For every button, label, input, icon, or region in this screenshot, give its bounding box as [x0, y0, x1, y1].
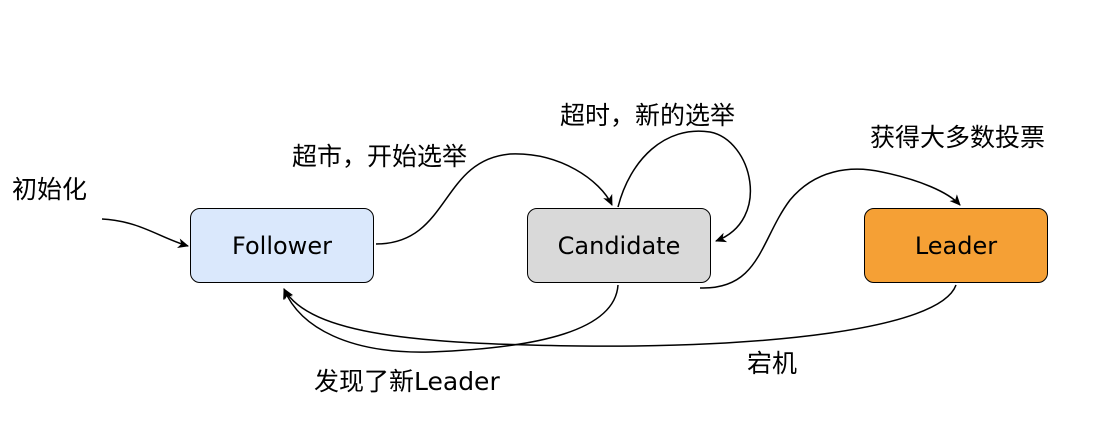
- edge-leader-to-follower: [283, 284, 957, 347]
- follower-to-candidate-label: 超市，开始选举: [292, 142, 468, 171]
- leader-state-box: Leader: [864, 208, 1048, 283]
- follower-label: Follower: [232, 231, 332, 260]
- candidate-state-box: Candidate: [527, 208, 711, 283]
- leader-label: Leader: [914, 231, 998, 260]
- edge-candidate-self-loop: [617, 130, 752, 243]
- edge-candidate-to-follower: [283, 284, 619, 353]
- leader-to-follower-label: 宕机: [747, 349, 798, 378]
- candidate-to-follower-label: 发现了新Leader: [314, 367, 500, 396]
- candidate-self-loop-label: 超时，新的选举: [560, 101, 736, 130]
- follower-state-box: Follower: [190, 208, 374, 283]
- edge-follower-to-candidate: [375, 153, 613, 245]
- edge-candidate-to-leader: [699, 168, 961, 289]
- edge-init: [101, 218, 189, 249]
- candidate-label: Candidate: [557, 231, 681, 260]
- candidate-to-leader-label: 获得大多数投票: [870, 123, 1046, 152]
- init-edge-label: 初始化: [12, 175, 88, 204]
